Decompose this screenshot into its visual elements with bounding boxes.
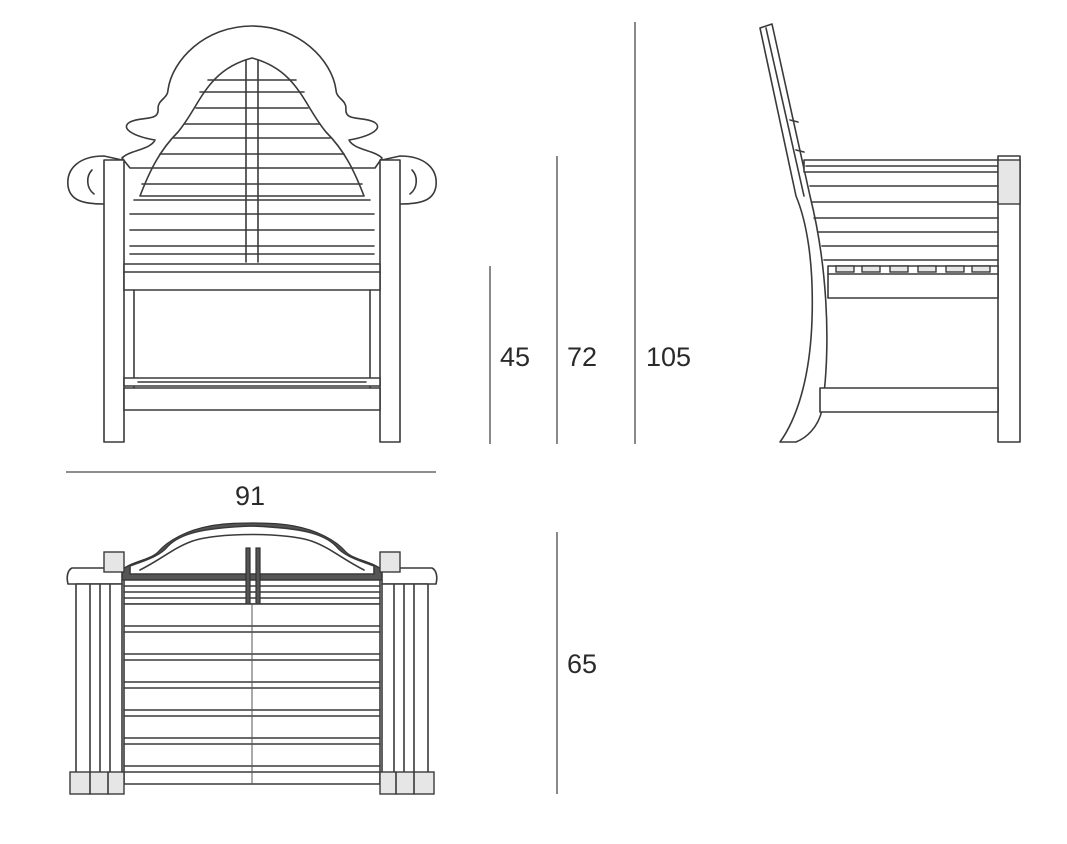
- side-view: [759, 23, 1021, 443]
- front-right-leg: [379, 159, 401, 443]
- top-seat-slats: [123, 603, 381, 785]
- front-back-slats: [129, 59, 375, 263]
- width-label: 91: [235, 481, 265, 511]
- side-back-post: [759, 23, 828, 443]
- front-view: [67, 25, 437, 443]
- front-left-leg: [103, 159, 125, 443]
- front-lower-stretcher: [123, 387, 381, 411]
- side-front-leg: [997, 155, 1021, 443]
- seat-height-label: 45: [500, 342, 530, 372]
- front-seat-rail: [123, 263, 381, 291]
- top-view: [66, 522, 438, 795]
- dimension-lines: [66, 22, 636, 794]
- top-left-armrest: [66, 551, 125, 795]
- total-height-label: 105: [646, 342, 691, 372]
- arm-height-label: 72: [567, 342, 597, 372]
- side-lower-stretcher: [819, 387, 999, 413]
- depth-label: 65: [567, 649, 597, 679]
- side-seat: [827, 265, 999, 299]
- top-right-armrest: [379, 551, 438, 795]
- side-seat-slat-ends: [835, 265, 991, 273]
